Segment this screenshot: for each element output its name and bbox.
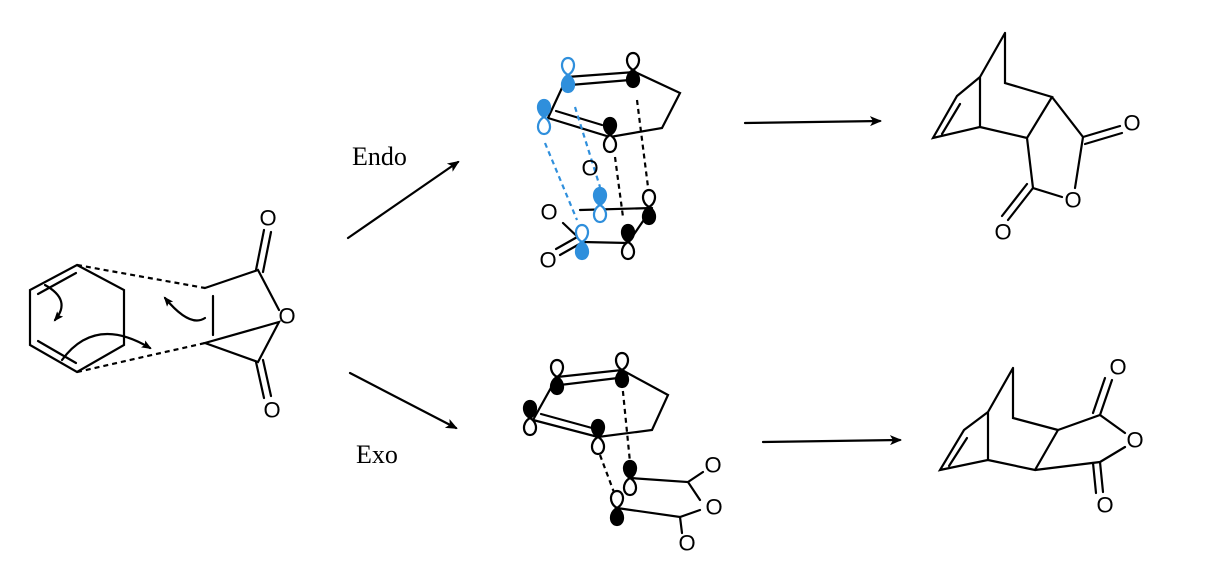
oxygen-atom: O: [678, 531, 695, 556]
endo-product: O O O: [930, 31, 1141, 245]
p-orbital-lobe: [549, 375, 565, 396]
p-orbital-lobe: [641, 205, 657, 226]
p-orbital-lobe: [592, 186, 608, 207]
p-orbital-lobe: [590, 435, 606, 456]
oxygen-atom: O: [1123, 111, 1140, 136]
p-orbital-lobe: [620, 223, 636, 244]
p-orbital-lobe: [522, 399, 538, 420]
endo-label: Endo: [352, 142, 407, 171]
curved-arrow-icon: [60, 333, 152, 362]
oxygen-atom: O: [994, 220, 1011, 245]
oxygen-atom: O: [704, 453, 721, 478]
p-orbital-lobe: [522, 416, 538, 437]
curved-arrow-icon: [43, 283, 64, 322]
p-orbital-lobe: [641, 188, 657, 209]
p-orbital-lobe: [602, 133, 618, 154]
p-orbital-lobe: [549, 358, 565, 379]
p-orbital-lobe: [536, 98, 552, 119]
p-orbital-lobe: [609, 489, 625, 510]
oxygen-atom: O: [1109, 355, 1126, 380]
p-orbital-lobe: [609, 506, 625, 527]
p-orbital-lobe: [625, 68, 641, 89]
oxygen-atom: O: [259, 206, 276, 231]
p-orbital-lobe: [590, 418, 606, 439]
p-orbital-lobe: [625, 51, 641, 72]
p-orbital-lobe: [574, 223, 590, 244]
oxygen-atom: O: [278, 304, 295, 329]
p-orbital-lobe: [622, 459, 638, 480]
exo-product: O O O: [937, 355, 1144, 518]
endo-arrow: [346, 160, 460, 240]
maleic-anhydride: O O O: [163, 206, 296, 423]
cyclohexadiene: [28, 263, 152, 374]
forming-bond: [76, 263, 206, 290]
p-orbital-lobe: [620, 240, 636, 261]
p-orbital-lobe: [592, 203, 608, 224]
forming-bond: [76, 341, 206, 374]
oxygen-atom: O: [263, 398, 280, 423]
p-orbital-lobe: [560, 56, 576, 77]
p-orbital-lobe: [614, 351, 630, 372]
p-orbital-lobe: [622, 476, 638, 497]
exo-label: Exo: [356, 440, 398, 469]
p-orbital-lobe: [602, 116, 618, 137]
oxygen-atom: O: [539, 248, 556, 273]
p-orbital-lobe: [614, 368, 630, 389]
exo-transition-state: O O O: [522, 351, 723, 556]
exo-arrow: [348, 371, 458, 430]
oxygen-atom: O: [581, 156, 598, 181]
curved-arrow-icon: [163, 296, 207, 322]
oxygen-atom: O: [1064, 188, 1081, 213]
oxygen-atom: O: [540, 200, 557, 225]
p-orbital-lobe: [560, 73, 576, 94]
endo-product-arrow: [743, 116, 882, 127]
p-orbital-lobe: [574, 240, 590, 261]
exo-product-arrow: [761, 435, 902, 446]
oxygen-atom: O: [1126, 428, 1143, 453]
endo-transition-state: O O O: [536, 51, 682, 273]
oxygen-atom: O: [705, 495, 722, 520]
oxygen-atom: O: [1096, 493, 1113, 518]
p-orbital-lobe: [536, 115, 552, 136]
